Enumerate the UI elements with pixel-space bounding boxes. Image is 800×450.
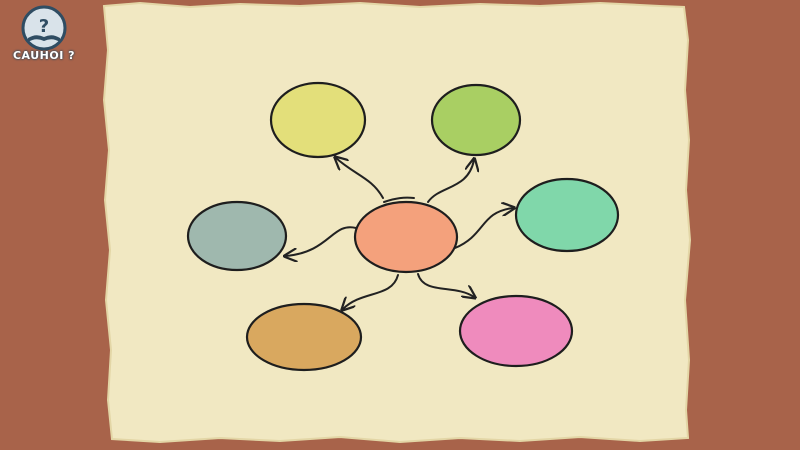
node-bottom-right [458, 294, 574, 368]
connector-top-right [427, 160, 474, 203]
node-left [186, 200, 288, 272]
svg-text:?: ? [39, 16, 49, 37]
node-top-right [430, 83, 522, 157]
connector-bottom-left [343, 274, 399, 309]
connector-left [286, 226, 357, 256]
book-question-icon: ? [21, 5, 67, 51]
node-right [514, 177, 620, 253]
connector-right [454, 208, 513, 249]
logo-text: CAUHOI ? [12, 49, 76, 62]
brand-logo: ? CAUHOI ? [6, 4, 82, 66]
node-center [353, 200, 459, 274]
connector-stub [383, 196, 415, 203]
node-bottom-left [245, 302, 363, 372]
connector-top-left [336, 158, 384, 199]
node-top-left [269, 81, 367, 159]
nodes [186, 81, 620, 372]
connectors [286, 158, 513, 309]
connector-bottom-right [417, 273, 474, 297]
